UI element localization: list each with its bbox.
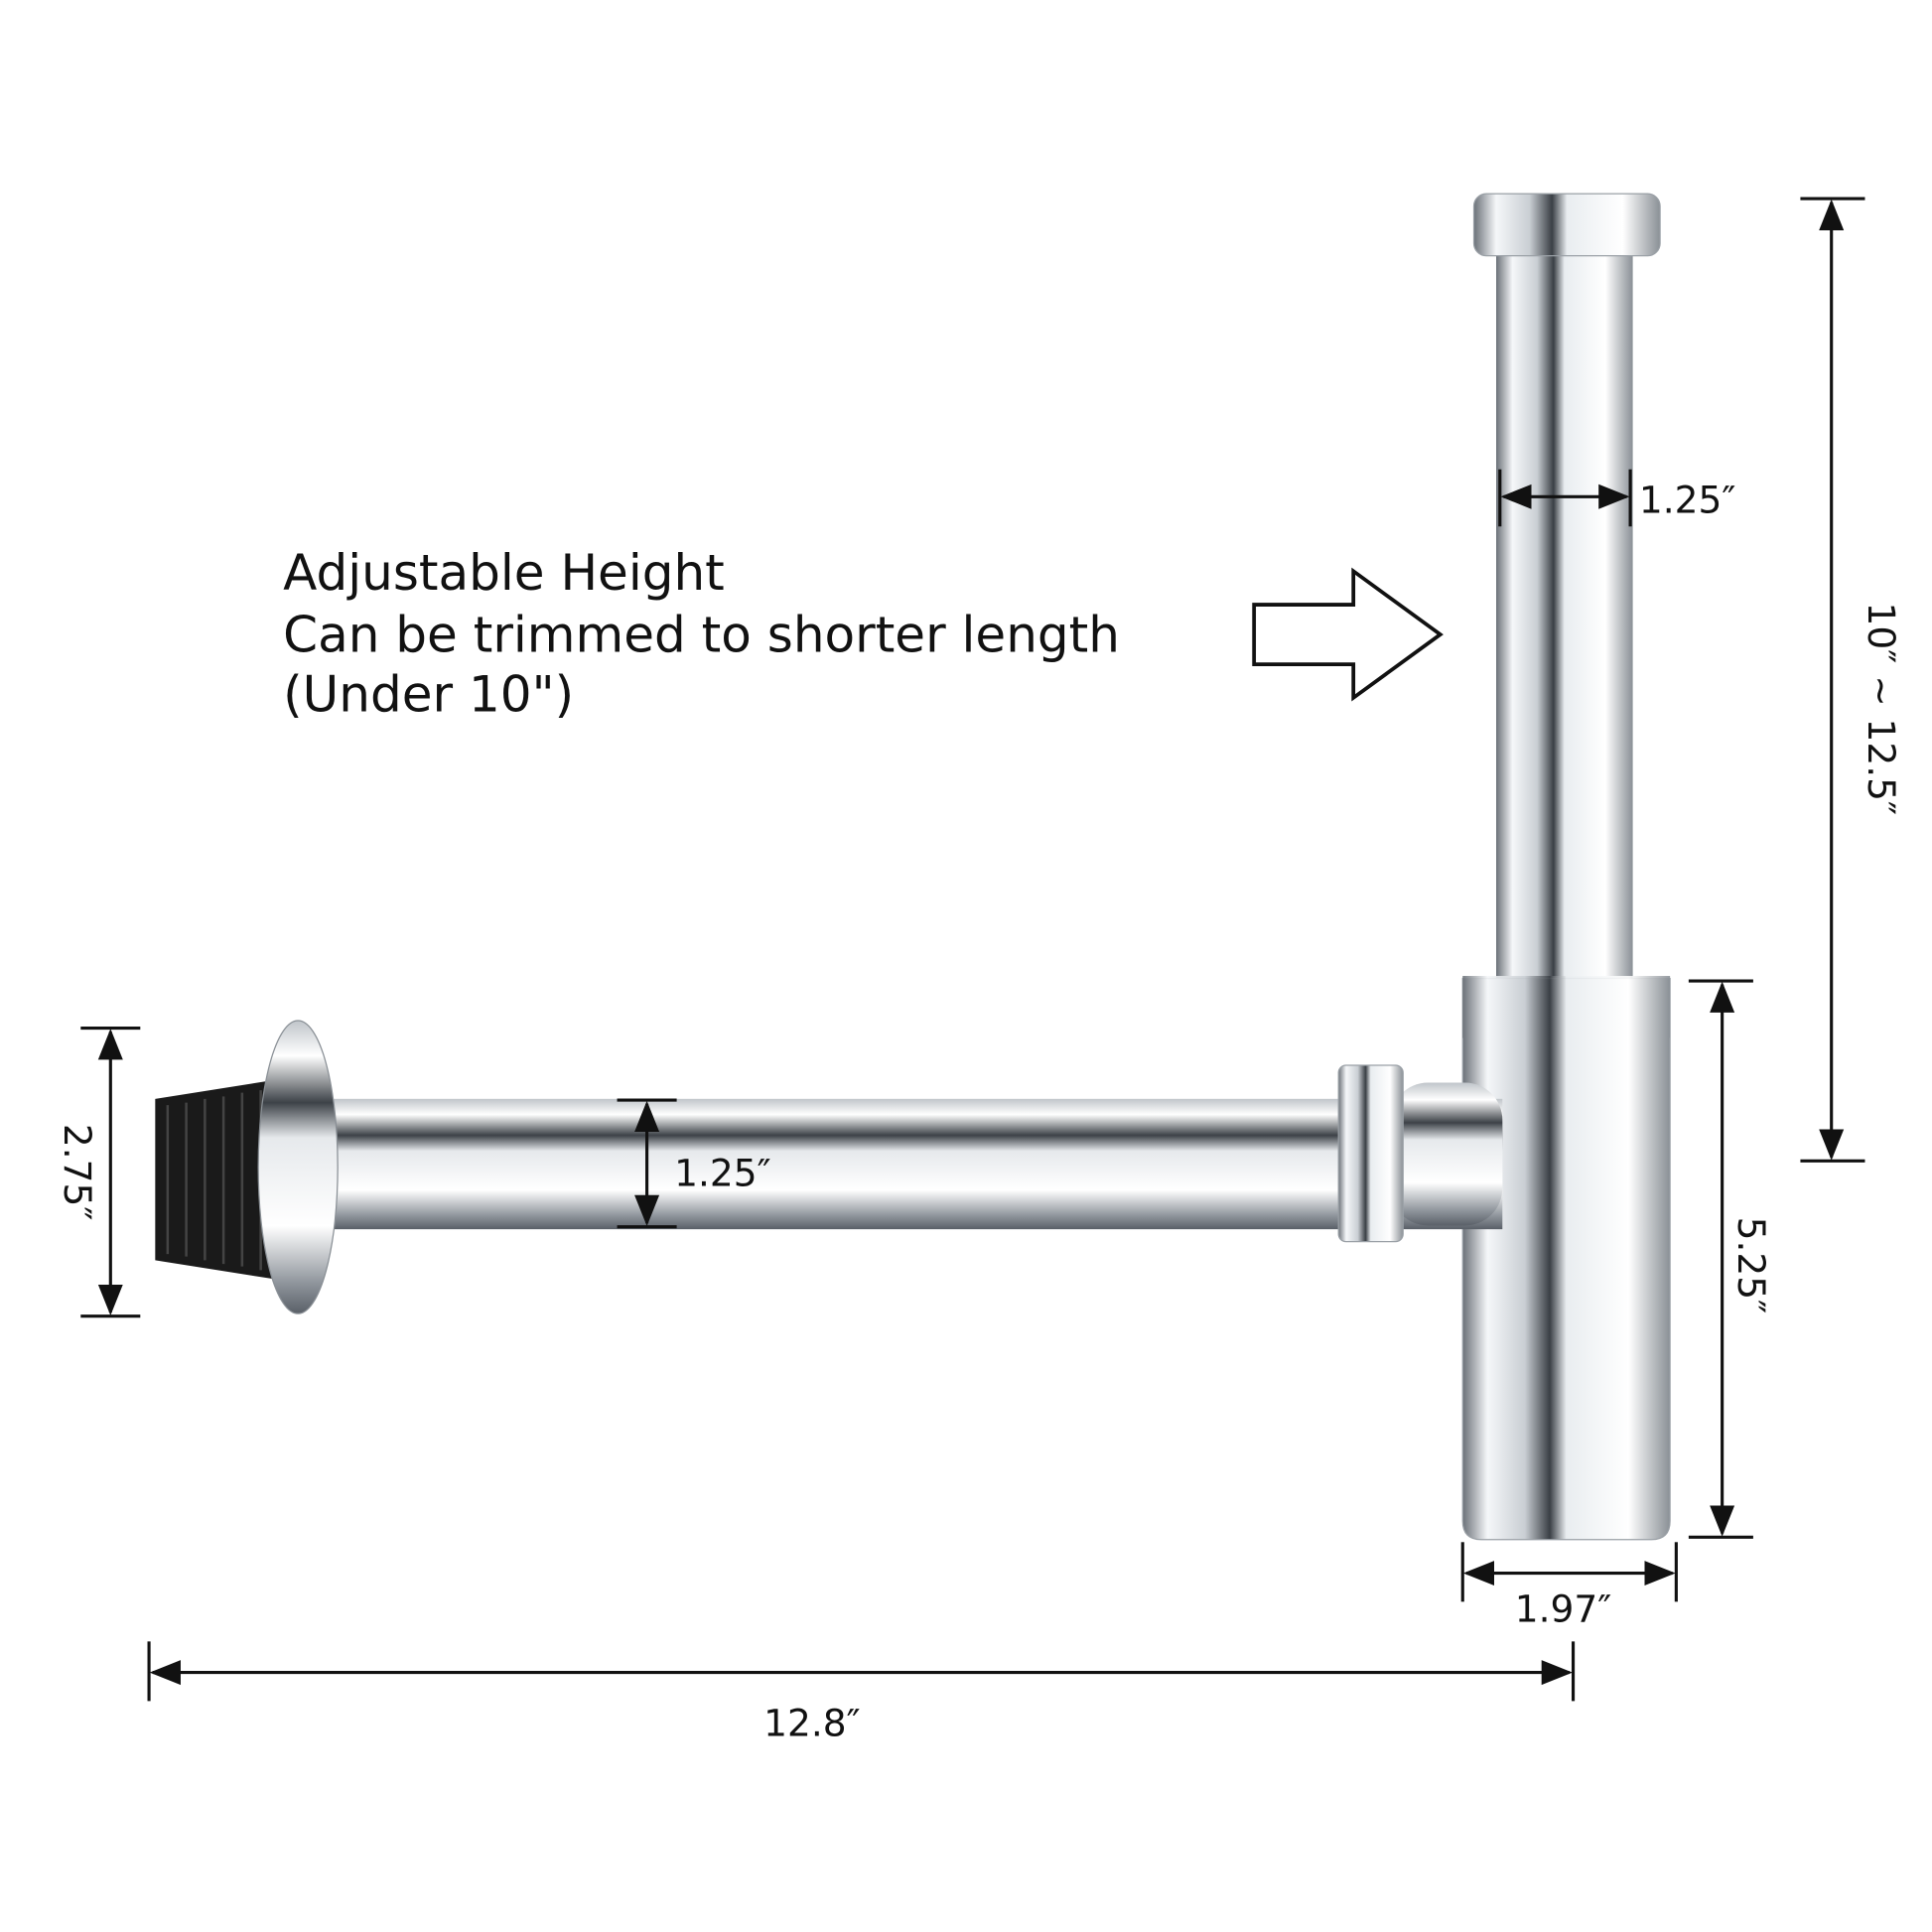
total-length-label: 12.8″ [763, 1701, 861, 1744]
body-diameter-label: 1.97″ [1515, 1587, 1612, 1630]
flange-diameter-label: 2.75″ [56, 1124, 99, 1221]
note-line-3: (Under 10") [283, 666, 574, 724]
dimension-body-diameter: 1.97″ [1460, 1542, 1678, 1630]
outline-arrow-icon [1252, 567, 1444, 702]
dimension-horizontal-pipe-diameter: 1.25″ [617, 1098, 771, 1229]
top-cap [1472, 193, 1661, 257]
dimension-flange-diameter: 2.75″ [56, 1026, 141, 1318]
total-height-label: 10″ ~ 12.5″ [1860, 603, 1903, 816]
dimension-body-height: 5.25″ [1688, 979, 1773, 1539]
body-height-label: 5.25″ [1729, 1217, 1773, 1314]
trap-body [1461, 977, 1671, 1541]
pipe-elbow [1390, 1082, 1503, 1226]
note-line-1: Adjustable Height [283, 544, 725, 602]
horizontal-pipe-diameter-label: 1.25″ [674, 1151, 771, 1194]
dimension-upper-pipe-diameter: 1.25″ [1498, 469, 1736, 527]
body-collar [1462, 976, 1671, 1038]
upper-pipe [1496, 241, 1633, 988]
note-line-2: Can be trimmed to shorter length [283, 607, 1120, 664]
threaded-end [155, 1080, 274, 1280]
upper-pipe-diameter-label: 1.25″ [1639, 479, 1736, 522]
union-nut [1337, 1064, 1404, 1243]
wall-flange [257, 1020, 339, 1314]
dimension-total-height: 10″ ~ 12.5″ [1800, 197, 1903, 1163]
horizontal-pipe [310, 1098, 1503, 1230]
dimension-total-length: 12.8″ [147, 1641, 1576, 1744]
